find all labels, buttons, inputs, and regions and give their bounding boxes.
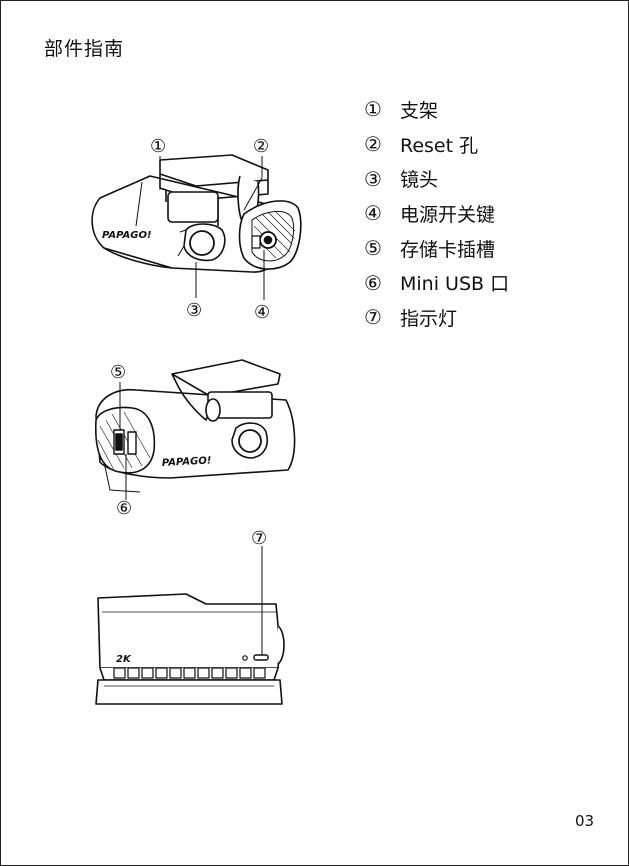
- page-title: 部件指南: [44, 38, 125, 60]
- legend-label: 电源开关键: [400, 203, 496, 226]
- callout-1: ①: [150, 136, 166, 157]
- callout-6: ⑥: [116, 498, 132, 519]
- callout-5: ⑤: [110, 362, 126, 383]
- resolution-badge: 2K: [116, 654, 132, 665]
- device-view-front: [91, 154, 302, 300]
- legend-label: 指示灯: [400, 307, 458, 330]
- legend-label: 镜头: [400, 169, 439, 192]
- legend-label: Reset 孔: [400, 134, 479, 157]
- legend-item: ③ 镜头: [364, 161, 509, 196]
- page-number: 03: [575, 812, 595, 830]
- device-view-rear: [94, 359, 296, 500]
- parts-legend: ① 支架 ② Reset 孔 ③ 镜头 ④ 电源开关键 ⑤ 存储卡插槽 ⑥ Mini USB…: [364, 92, 509, 335]
- brand-logo-1: PAPAGO!: [102, 230, 152, 241]
- legend-item: ⑦ 指示灯: [364, 300, 509, 335]
- legend-label: Mini USB 口: [400, 273, 510, 296]
- legend-number: ⑦: [364, 305, 382, 330]
- legend-item: ① 支架: [364, 92, 509, 127]
- legend-item: ⑥ Mini USB 口: [364, 265, 509, 300]
- legend-number: ②: [364, 132, 382, 157]
- legend-number: ①: [364, 97, 382, 122]
- callout-7: ⑦: [251, 528, 267, 549]
- legend-number: ⑤: [364, 236, 382, 261]
- device-view-back: [95, 546, 285, 705]
- legend-label: 存储卡插槽: [400, 238, 496, 261]
- callout-4: ④: [254, 302, 270, 323]
- legend-label: 支架: [400, 99, 439, 122]
- legend-item: ② Reset 孔: [364, 127, 509, 162]
- callout-3: ③: [186, 300, 202, 321]
- legend-number: ③: [364, 166, 382, 191]
- legend-number: ⑥: [364, 270, 382, 295]
- brand-logo-2: PAPAGO!: [162, 455, 212, 469]
- callout-2: ②: [253, 136, 269, 157]
- legend-item: ④ 电源开关键: [364, 196, 509, 231]
- legend-number: ④: [364, 201, 382, 226]
- legend-item: ⑤ 存储卡插槽: [364, 231, 509, 266]
